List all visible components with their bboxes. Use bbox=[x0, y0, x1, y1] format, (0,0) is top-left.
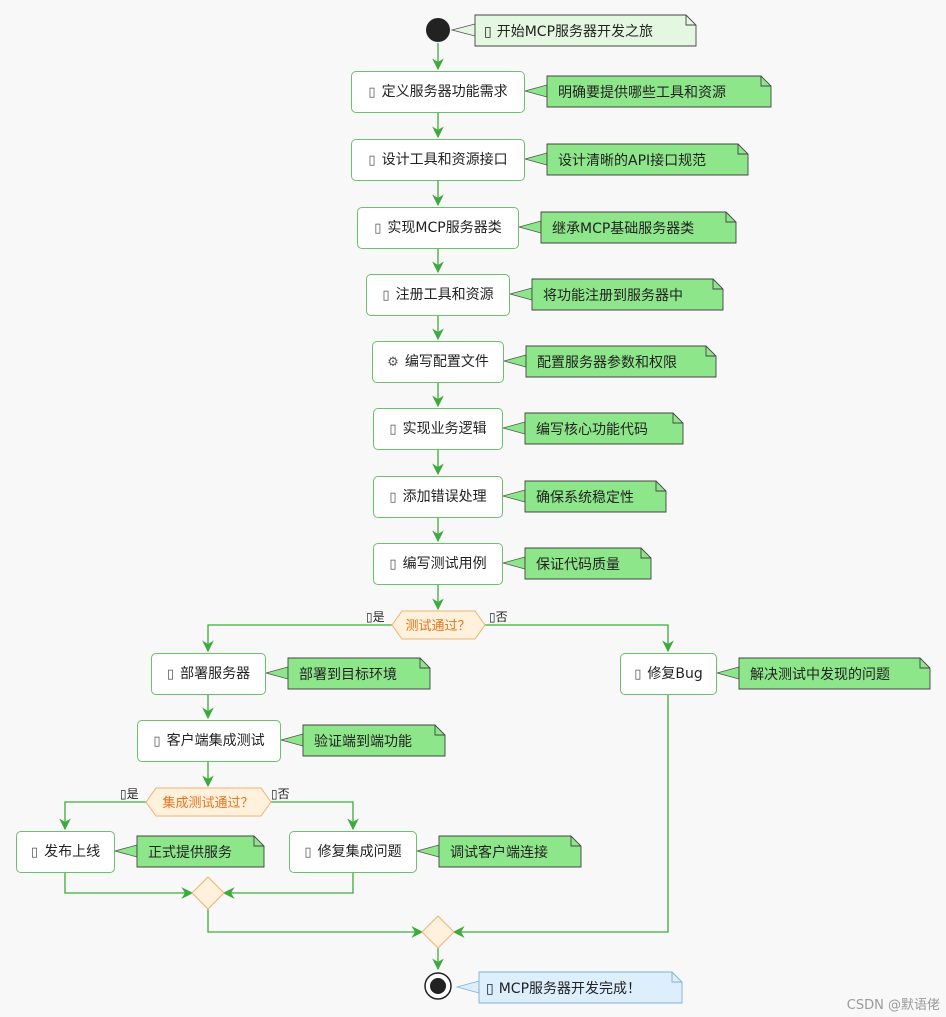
svg-text:调试客户端连接: 调试客户端连接 bbox=[450, 844, 548, 861]
doc-icon: ▯ bbox=[389, 490, 397, 505]
no-label-2: 否 bbox=[278, 787, 290, 801]
note-client-test: 验证端到端功能 bbox=[302, 724, 446, 757]
note-define-req: 明确要提供哪些工具和资源 bbox=[546, 75, 772, 108]
note-start: ▯开始MCP服务器开发之旅 bbox=[474, 14, 697, 47]
svg-text:测试通过？: 测试通过？ bbox=[405, 619, 470, 634]
note-impl-logic: 编写核心功能代码 bbox=[524, 412, 684, 445]
activity-register: ▯注册工具和资源 bbox=[366, 274, 510, 316]
svg-text:集成测试通过？: 集成测试通过？ bbox=[162, 795, 253, 811]
svg-text:验证端到端功能: 验证端到端功能 bbox=[314, 734, 412, 750]
activity-implement-class: ▯实现MCP服务器类 bbox=[357, 207, 519, 249]
yes-label: 是 bbox=[373, 610, 385, 624]
svg-text:确保系统稳定性: 确保系统稳定性 bbox=[536, 490, 634, 506]
doc-icon: ▯ bbox=[304, 845, 312, 860]
doc-icon: ▯ bbox=[389, 557, 397, 572]
activity-client-integration-test: ▯客户端集成测试 bbox=[137, 720, 281, 762]
note-fix-integration: 调试客户端连接 bbox=[438, 835, 582, 868]
svg-text:▯否: ▯否 bbox=[489, 610, 508, 624]
note-release: 正式提供服务 bbox=[136, 835, 265, 868]
activity-fix-bug: ▯修复Bug bbox=[620, 653, 717, 695]
flag-icon: ▯ bbox=[486, 981, 494, 997]
gear-icon: ⚙ bbox=[387, 355, 399, 370]
activity-implement-logic: ▯实现业务逻辑 bbox=[373, 408, 503, 450]
svg-text:配置服务器参数和权限: 配置服务器参数和权限 bbox=[537, 354, 677, 371]
svg-text:解决测试中发现的问题: 解决测试中发现的问题 bbox=[750, 667, 890, 683]
doc-icon: ▯ bbox=[484, 24, 492, 40]
activity-define-requirements: ▯定义服务器功能需求 bbox=[351, 71, 525, 113]
doc-icon: ▯ bbox=[368, 85, 376, 100]
note-fix-bug: 解决测试中发现的问题 bbox=[738, 657, 931, 690]
doc-icon: ▯ bbox=[153, 734, 161, 749]
doc-icon: ▯ bbox=[368, 153, 376, 168]
doc-icon: ▯ bbox=[166, 667, 175, 682]
doc-icon: ▯ bbox=[382, 288, 390, 303]
merge-diamond-2 bbox=[421, 915, 455, 949]
edge-yes-deploy bbox=[202, 624, 392, 653]
edge-no-fixintegration bbox=[268, 801, 359, 831]
edge-fixintegration-merge bbox=[222, 873, 354, 899]
activity-write-config: ⚙编写配置文件 bbox=[372, 341, 504, 383]
note-write-config: 配置服务器参数和权限 bbox=[525, 345, 717, 378]
activity-deploy: ▯部署服务器 bbox=[151, 653, 266, 695]
edge-release-merge bbox=[64, 873, 194, 899]
edge-yes-release bbox=[59, 801, 150, 831]
activity-write-tests: ▯编写测试用例 bbox=[373, 543, 503, 585]
svg-text:正式提供服务: 正式提供服务 bbox=[148, 845, 232, 861]
svg-text:▯是: ▯是 bbox=[366, 610, 385, 624]
start-node bbox=[426, 18, 450, 42]
note-error-handling: 确保系统稳定性 bbox=[524, 480, 667, 513]
doc-icon: ▯ bbox=[374, 221, 382, 236]
svg-text:保证代码质量: 保证代码质量 bbox=[536, 557, 620, 573]
doc-icon: ▯ bbox=[634, 667, 642, 682]
svg-text:▯MCP服务器开发完成！: ▯MCP服务器开发完成！ bbox=[486, 981, 641, 997]
edge-no-fixbug bbox=[485, 624, 674, 653]
decision-integration-passed: 集成测试通过？ bbox=[145, 787, 272, 817]
note-impl-class: 继承MCP基础服务器类 bbox=[540, 211, 737, 244]
note-end: ▯MCP服务器开发完成！ bbox=[478, 971, 683, 1004]
note-write-tests: 保证代码质量 bbox=[524, 547, 652, 580]
activity-error-handling: ▯添加错误处理 bbox=[373, 476, 503, 518]
merge-diamond-1 bbox=[191, 876, 225, 910]
edge-merge1-merge2 bbox=[207, 909, 424, 938]
svg-text:▯开始MCP服务器开发之旅: ▯开始MCP服务器开发之旅 bbox=[484, 24, 653, 40]
svg-text:明确要提供哪些工具和资源: 明确要提供哪些工具和资源 bbox=[558, 85, 726, 101]
doc-icon: ▯ bbox=[30, 845, 39, 860]
note-register: 将功能注册到服务器中 bbox=[531, 278, 724, 311]
svg-text:部署到目标环境: 部署到目标环境 bbox=[299, 667, 397, 683]
activity-release: ▯发布上线 bbox=[16, 831, 115, 873]
note-design-api: 设计清晰的API接口规范 bbox=[546, 143, 749, 176]
svg-text:▯是: ▯是 bbox=[120, 787, 139, 801]
activity-design-api: ▯设计工具和资源接口 bbox=[351, 139, 525, 181]
activity-fix-integration: ▯修复集成问题 bbox=[289, 831, 417, 873]
edge-fixbug-merge2 bbox=[452, 695, 669, 938]
note-deploy: 部署到目标环境 bbox=[287, 657, 431, 690]
watermark: CSDN @默语佬 bbox=[846, 998, 940, 1013]
decision-tests-passed: 测试通过？ bbox=[391, 610, 486, 640]
svg-text:设计清晰的API接口规范: 设计清晰的API接口规范 bbox=[558, 152, 706, 169]
svg-text:将功能注册到服务器中: 将功能注册到服务器中 bbox=[543, 288, 683, 304]
end-node bbox=[424, 972, 452, 1000]
no-label: 否 bbox=[496, 610, 508, 624]
yes-label-2: 是 bbox=[127, 787, 139, 801]
doc-icon: ▯ bbox=[389, 422, 397, 437]
svg-text:▯否: ▯否 bbox=[271, 787, 290, 801]
svg-text:编写核心功能代码: 编写核心功能代码 bbox=[536, 422, 648, 438]
svg-text:继承MCP基础服务器类: 继承MCP基础服务器类 bbox=[552, 220, 694, 237]
